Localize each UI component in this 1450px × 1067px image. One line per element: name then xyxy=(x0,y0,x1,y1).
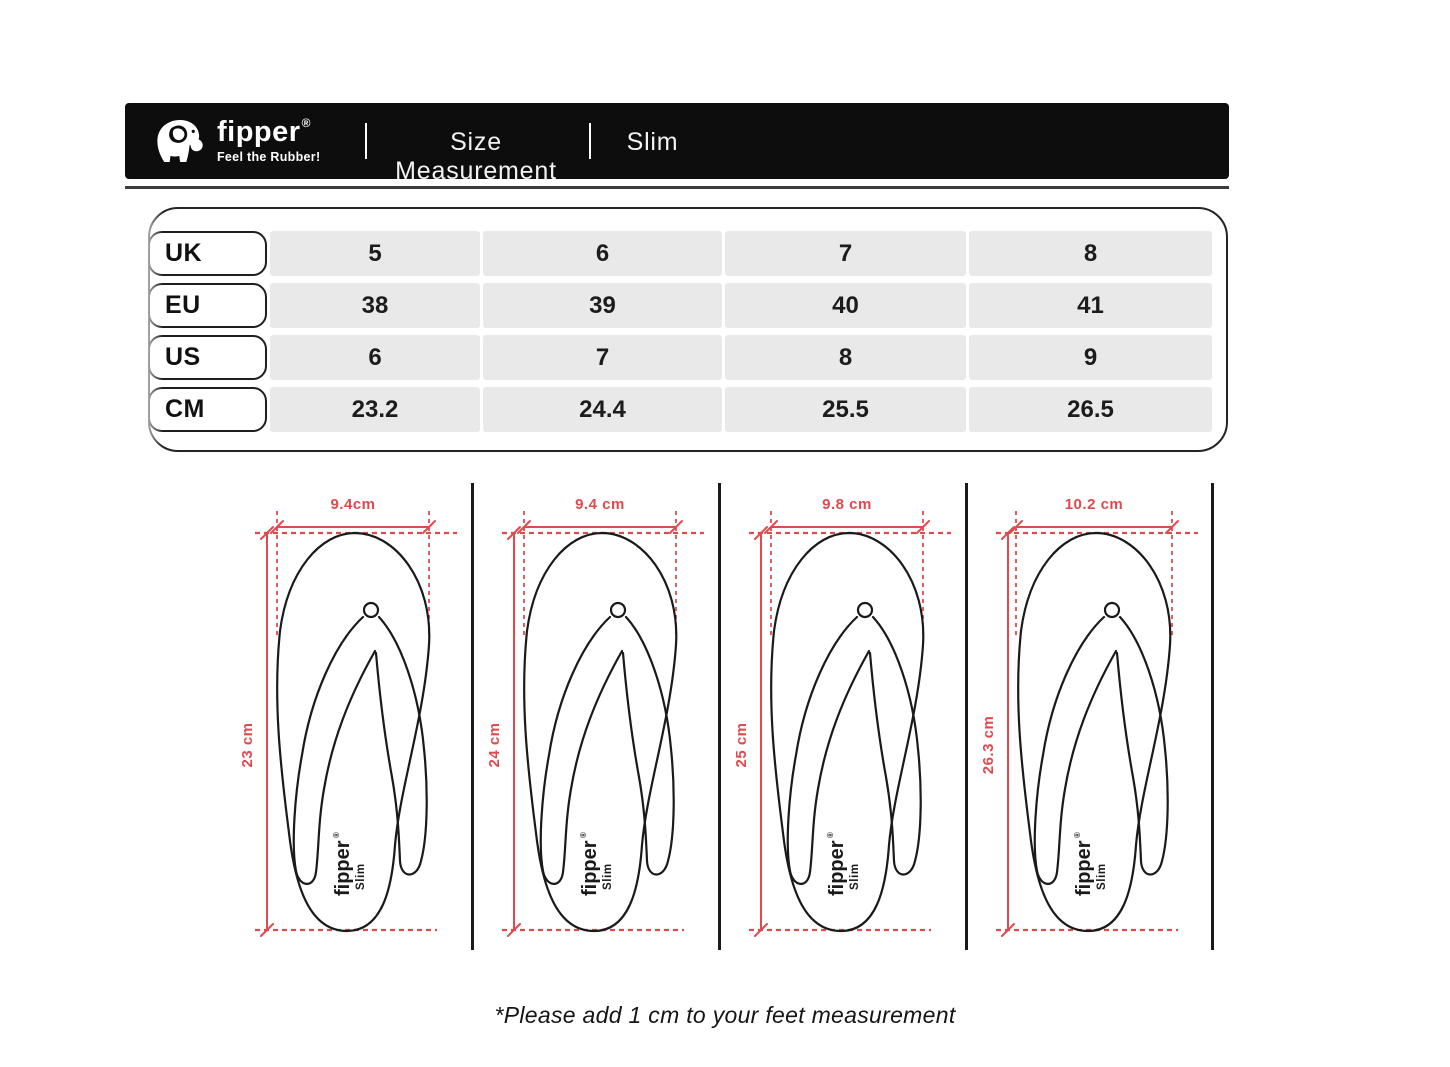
flipflop-diagram-size-6: 9.4 cm 24 cm fipper ® Slim xyxy=(486,496,704,937)
size-cell: 41 xyxy=(969,283,1212,328)
sole-trademark: ® xyxy=(332,832,341,838)
sole-brand-name: fipper xyxy=(332,840,354,896)
size-cell: 8 xyxy=(969,231,1212,276)
flipflop-diagram-size-5: 9.4cm 23 cm fipper ® Slim xyxy=(239,496,457,937)
sole-trademark: ® xyxy=(579,832,588,838)
panel-divider xyxy=(718,483,721,950)
sole-brand-text: fipper ® Slim xyxy=(332,832,367,896)
sole-brand-text: fipper ® Slim xyxy=(826,832,861,896)
header-divider xyxy=(365,123,367,159)
logo-text: fipper® Feel the Rubber! xyxy=(217,117,320,164)
length-dimension-label: 24 cm xyxy=(486,722,503,767)
row-cells: 6 7 8 9 xyxy=(270,335,1212,380)
table-row-uk: UK 5 6 7 8 xyxy=(148,231,1226,276)
table-row-us: US 6 7 8 9 xyxy=(148,335,1226,380)
size-cell: 7 xyxy=(725,231,966,276)
size-cell: 8 xyxy=(725,335,966,380)
panel-divider xyxy=(1211,483,1214,950)
brand-header-bar: fipper® Feel the Rubber! Size Measuremen… xyxy=(125,103,1229,185)
width-dimension-label: 10.2 cm xyxy=(1065,496,1124,513)
sole-brand-name: fipper xyxy=(826,840,848,896)
sole-model-name: Slim xyxy=(355,863,367,890)
flipflop-diagram-size-7: 9.8 cm 25 cm fipper ® Slim xyxy=(733,496,951,937)
sole-model-name: Slim xyxy=(849,863,861,890)
flipflop-diagram-size-8: 10.2 cm 26.3 cm fipper ® Slim xyxy=(980,496,1198,937)
size-cell: 23.2 xyxy=(270,387,480,432)
flipflop-outline xyxy=(770,531,925,933)
row-label-us: US xyxy=(148,335,267,380)
flipflop-outline xyxy=(276,531,431,933)
brand-tagline: Feel the Rubber! xyxy=(217,150,321,164)
panel-divider xyxy=(965,483,968,950)
measurement-footnote: *Please add 1 cm to your feet measuremen… xyxy=(494,1002,956,1028)
size-cell: 7 xyxy=(483,335,722,380)
elephant-logo-icon xyxy=(157,120,203,162)
size-cell: 38 xyxy=(270,283,480,328)
table-row-eu: EU 38 39 40 41 xyxy=(148,283,1226,328)
size-cell: 9 xyxy=(969,335,1212,380)
header-divider xyxy=(589,123,591,159)
sole-model-name: Slim xyxy=(602,863,614,890)
length-dimension-label: 25 cm xyxy=(733,722,750,767)
width-dimension-label: 9.8 cm xyxy=(822,496,872,513)
flipflop-outline xyxy=(523,531,678,933)
size-cell: 40 xyxy=(725,283,966,328)
sole-brand-text: fipper ® Slim xyxy=(579,832,614,896)
row-cells: 23.2 24.4 25.5 26.5 xyxy=(270,387,1212,432)
length-dimension-label: 23 cm xyxy=(239,722,256,767)
size-cell: 24.4 xyxy=(483,387,722,432)
trademark-symbol: ® xyxy=(301,116,311,130)
variant-label: Slim xyxy=(626,128,679,156)
size-conversion-table: UK 5 6 7 8 EU 38 39 40 41 US 6 7 8 xyxy=(148,207,1228,452)
size-cell: 25.5 xyxy=(725,387,966,432)
table-row-cm: CM 23.2 24.4 25.5 26.5 xyxy=(148,387,1226,432)
size-cell: 6 xyxy=(483,231,722,276)
row-label-cm: CM xyxy=(148,387,267,432)
row-label-eu: EU xyxy=(148,283,267,328)
brand-name: fipper xyxy=(217,116,301,148)
sole-trademark: ® xyxy=(1073,832,1082,838)
row-cells: 5 6 7 8 xyxy=(270,231,1212,276)
sole-brand-text: fipper ® Slim xyxy=(1073,832,1108,896)
length-dimension-label: 26.3 cm xyxy=(980,716,997,775)
row-label-uk: UK xyxy=(148,231,267,276)
size-cell: 5 xyxy=(270,231,480,276)
width-dimension-label: 9.4cm xyxy=(330,496,375,513)
sole-model-name: Slim xyxy=(1096,863,1108,890)
size-cell: 6 xyxy=(270,335,480,380)
sole-brand-name: fipper xyxy=(1073,840,1095,896)
sole-brand-name: fipper xyxy=(579,840,601,896)
section-title: Size Measurement xyxy=(395,128,557,185)
sole-trademark: ® xyxy=(826,832,835,838)
panel-divider xyxy=(471,483,474,950)
row-cells: 38 39 40 41 xyxy=(270,283,1212,328)
width-dimension-label: 9.4 cm xyxy=(575,496,625,513)
header-rule xyxy=(125,186,1229,189)
size-cell: 26.5 xyxy=(969,387,1212,432)
flipflop-outline xyxy=(1017,531,1172,933)
size-cell: 39 xyxy=(483,283,722,328)
